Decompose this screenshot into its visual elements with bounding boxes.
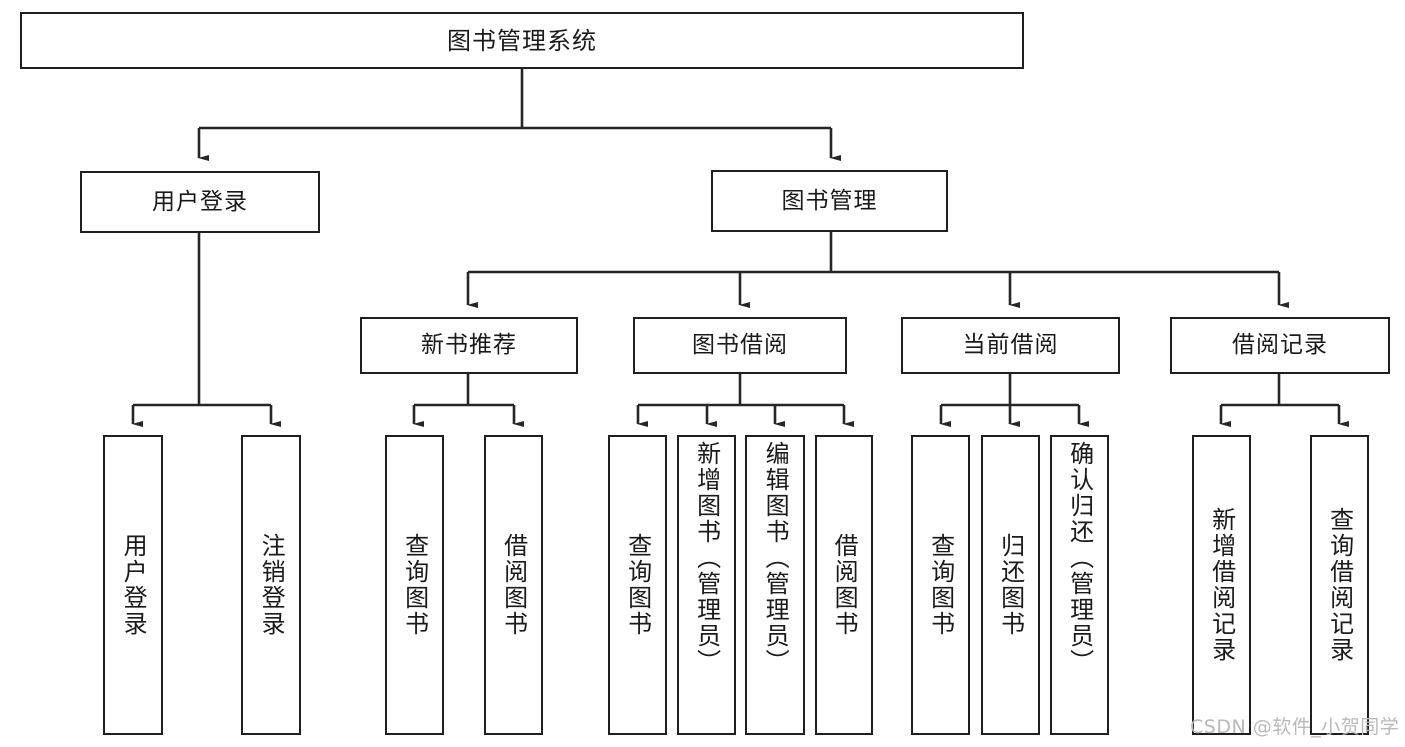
leaf-borrow-book[interactable]: 借阅图书: [815, 435, 873, 735]
node-label: 用户登录: [119, 533, 148, 637]
node-label: 用户登录: [152, 188, 248, 215]
node-label: 查询图书: [623, 533, 652, 637]
node-label: 图书借阅: [692, 332, 788, 358]
node-current-borrow[interactable]: 当前借阅: [901, 317, 1120, 374]
node-book-borrow[interactable]: 图书借阅: [633, 317, 847, 374]
node-label: 新书推荐: [421, 332, 517, 358]
leaf-user-login[interactable]: 用户登录: [103, 435, 163, 735]
leaf-return-book[interactable]: 归还图书: [981, 435, 1040, 735]
node-book-management[interactable]: 图书管理: [711, 170, 948, 232]
node-label: 注销登录: [257, 533, 286, 637]
leaf-edit-book[interactable]: 编辑图书（管理员）: [745, 435, 805, 735]
node-label: 借阅图书: [499, 533, 528, 637]
leaf-confirm-return[interactable]: 确认归还（管理员）: [1050, 435, 1109, 735]
leaf-borrow-book-recommend[interactable]: 借阅图书: [484, 435, 543, 735]
node-borrow-record[interactable]: 借阅记录: [1170, 317, 1390, 374]
leaf-logout-login[interactable]: 注销登录: [241, 435, 301, 735]
node-label: 借阅图书: [830, 533, 859, 637]
node-label: 新增借阅记录: [1207, 507, 1236, 663]
node-label: 新增图书（管理员）: [692, 441, 721, 675]
node-label: 图书管理: [781, 187, 878, 214]
node-user-login[interactable]: 用户登录: [80, 171, 320, 233]
node-label: 借阅记录: [1232, 332, 1328, 358]
leaf-query-borrow-record[interactable]: 查询借阅记录: [1310, 435, 1369, 735]
node-new-book-recommend[interactable]: 新书推荐: [360, 317, 578, 374]
leaf-query-book-recommend[interactable]: 查询图书: [385, 435, 444, 735]
node-label: 当前借阅: [962, 332, 1059, 358]
leaf-add-borrow-record[interactable]: 新增借阅记录: [1192, 435, 1251, 735]
leaf-query-book-current[interactable]: 查询图书: [911, 435, 970, 735]
watermark: CSDN @软件_小贺同学: [1190, 716, 1400, 738]
node-label: 归还图书: [996, 533, 1025, 637]
leaf-add-book[interactable]: 新增图书（管理员）: [677, 435, 736, 735]
node-label: 查询图书: [926, 533, 955, 637]
node-label: 确认归还（管理员）: [1065, 441, 1094, 675]
node-label: 图书管理系统: [447, 26, 597, 55]
node-root-system[interactable]: 图书管理系统: [20, 12, 1024, 69]
node-label: 查询图书: [400, 533, 429, 637]
node-label: 查询借阅记录: [1325, 507, 1354, 663]
node-label: 编辑图书（管理员）: [761, 441, 790, 675]
leaf-query-book-borrow[interactable]: 查询图书: [608, 435, 667, 735]
